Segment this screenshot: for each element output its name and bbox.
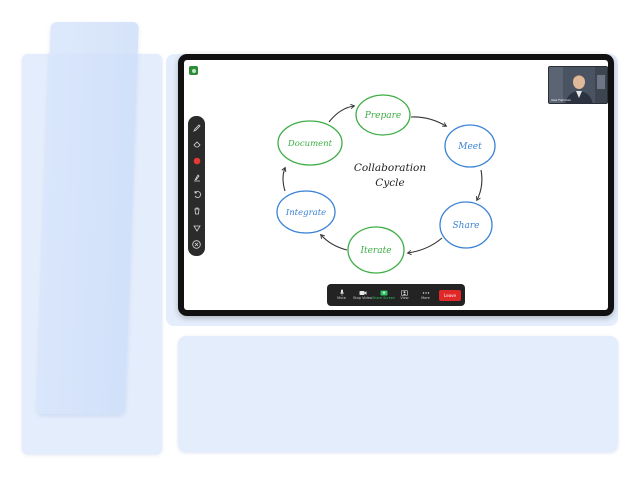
share-screen-button[interactable]: Share Screen xyxy=(371,286,396,304)
participant-name: Alex Fishman xyxy=(551,98,571,102)
arrow-share-iterate xyxy=(406,237,443,256)
mute-button[interactable]: Mute xyxy=(331,286,352,304)
whiteboard-canvas[interactable]: Prepare Meet Share Iterate Integrate Doc… xyxy=(184,60,608,310)
cycle-title-line2: Cycle xyxy=(375,177,404,189)
participants-icon xyxy=(401,289,408,296)
node-document-label: Document xyxy=(287,139,333,149)
participant-avatar xyxy=(549,67,607,103)
stop-video-label: Stop Video xyxy=(353,295,372,300)
cycle-title-line1: Collaboration xyxy=(354,162,427,174)
participants-label: View xyxy=(400,295,409,300)
trash-icon[interactable] xyxy=(191,206,202,217)
close-icon[interactable] xyxy=(191,239,202,250)
node-document[interactable]: Document xyxy=(277,120,343,166)
node-meet[interactable]: Meet xyxy=(444,124,496,168)
more-button[interactable]: More xyxy=(415,286,436,304)
eraser-icon[interactable] xyxy=(191,139,202,150)
stop-video-button[interactable]: Stop Video xyxy=(352,286,373,304)
arrow-document-prepare xyxy=(328,103,356,123)
arrow-integrate-document xyxy=(281,166,287,192)
select-icon[interactable] xyxy=(191,222,202,233)
video-camera-icon xyxy=(359,290,366,295)
node-prepare-label: Prepare xyxy=(364,111,401,121)
node-iterate[interactable]: Iterate xyxy=(347,226,405,274)
meeting-status-icon[interactable] xyxy=(189,66,198,75)
color-dot-icon[interactable] xyxy=(191,155,202,166)
more-dots-icon xyxy=(422,291,429,294)
format-icon[interactable] xyxy=(191,172,202,183)
arrow-prepare-meet xyxy=(410,116,448,127)
arrow-iterate-integrate xyxy=(320,233,348,251)
arrow-meet-share xyxy=(476,169,483,202)
bottom-panel xyxy=(178,336,618,452)
meeting-screen: Prepare Meet Share Iterate Integrate Doc… xyxy=(184,60,608,310)
node-prepare[interactable]: Prepare xyxy=(355,94,411,136)
leave-button[interactable]: Leave xyxy=(439,289,461,301)
share-screen-label: Share Screen xyxy=(371,295,396,300)
meeting-controls-bar: Mute Stop Video Share Screen View More L… xyxy=(327,284,465,306)
participants-button[interactable]: View xyxy=(394,286,415,304)
node-share[interactable]: Share xyxy=(439,201,493,249)
mute-label: Mute xyxy=(337,296,346,300)
share-screen-icon xyxy=(380,290,387,295)
more-label: More xyxy=(421,295,430,300)
node-integrate-label: Integrate xyxy=(285,208,326,218)
left-panel-strip xyxy=(37,22,139,414)
tablet-device: Prepare Meet Share Iterate Integrate Doc… xyxy=(178,54,614,316)
annotation-toolbar xyxy=(188,116,205,256)
node-meet-label: Meet xyxy=(457,142,482,152)
microphone-icon xyxy=(339,289,344,296)
participant-video[interactable]: Alex Fishman xyxy=(548,66,608,104)
node-integrate[interactable]: Integrate xyxy=(276,190,336,234)
undo-icon[interactable] xyxy=(191,189,202,200)
pen-icon[interactable] xyxy=(191,122,202,133)
node-iterate-label: Iterate xyxy=(359,246,391,256)
node-share-label: Share xyxy=(453,221,480,231)
